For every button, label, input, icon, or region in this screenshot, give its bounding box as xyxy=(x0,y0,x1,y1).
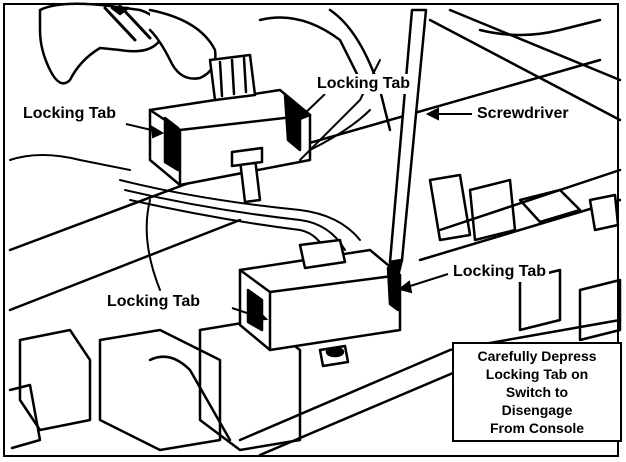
label-locking-tab-top-center: Locking Tab xyxy=(314,74,414,94)
note-line-4: Disengage xyxy=(501,402,573,418)
label-locking-tab-right: Locking Tab xyxy=(450,262,550,282)
hand-drawing xyxy=(38,2,217,85)
note-line-1: Carefully Depress xyxy=(477,348,597,364)
label-locking-tab-top-left: Locking Tab xyxy=(20,104,120,124)
note-line-3: Switch to xyxy=(505,384,569,400)
label-screwdriver: Screwdriver xyxy=(474,104,572,124)
label-locking-tab-lower-left: Locking Tab xyxy=(104,292,204,312)
callout-arrows xyxy=(125,93,472,322)
lower-switch-drawing xyxy=(238,238,402,368)
note-line-5: From Console xyxy=(489,420,585,436)
upper-switch-drawing xyxy=(148,53,312,204)
wire-bundle xyxy=(9,59,381,291)
note-line-2: Locking Tab on xyxy=(485,366,589,382)
instruction-note: Carefully Depress Locking Tab on Switch … xyxy=(452,342,622,442)
illustration-border xyxy=(3,3,619,457)
